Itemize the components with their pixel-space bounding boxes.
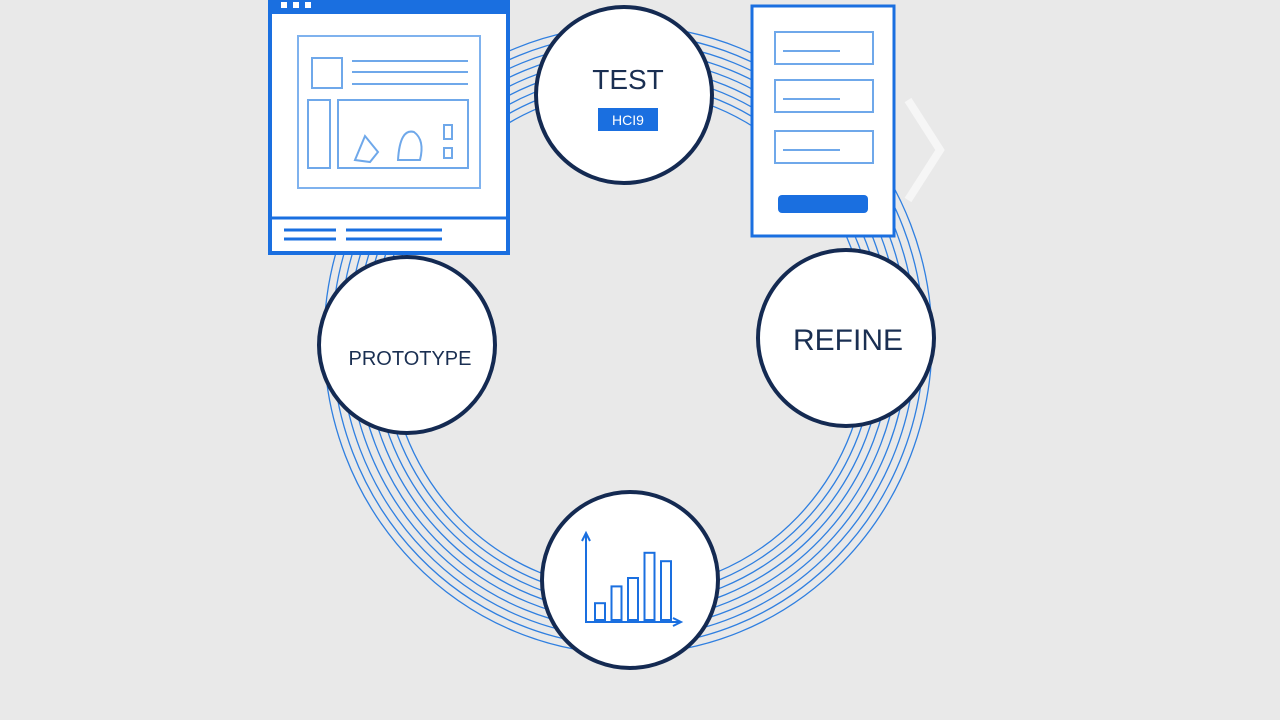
test-node: TEST HCI9 bbox=[534, 5, 714, 185]
refine-label: REFINE bbox=[793, 324, 903, 357]
test-badge bbox=[598, 108, 658, 131]
form-wireframe-icon bbox=[750, 4, 945, 238]
test-badge-text: HCI9 bbox=[612, 112, 644, 128]
bar-chart-icon bbox=[581, 530, 684, 627]
browser-wireframe-icon bbox=[268, 0, 510, 255]
chart-bar bbox=[643, 551, 656, 621]
analyze-node bbox=[540, 490, 720, 670]
chart-bar bbox=[594, 602, 606, 622]
prototype-node: PROTOTYPE bbox=[317, 255, 497, 435]
chart-bar bbox=[660, 560, 672, 622]
test-label: TEST bbox=[592, 64, 664, 95]
chart-bar bbox=[627, 577, 639, 621]
prototype-label: PROTOTYPE bbox=[349, 348, 472, 370]
chart-bar bbox=[610, 585, 623, 622]
refine-node: REFINE bbox=[756, 248, 936, 428]
